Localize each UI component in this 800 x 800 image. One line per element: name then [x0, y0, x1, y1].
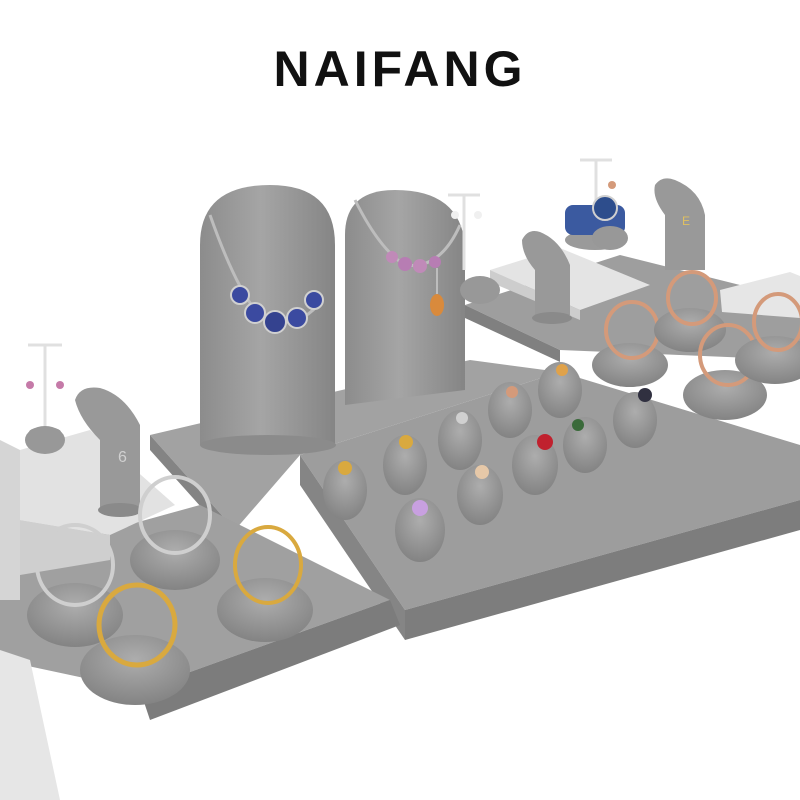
ring-holder: [438, 410, 482, 470]
stone-block-bottom-left: [0, 650, 60, 800]
ring-holders: [323, 362, 657, 562]
bangle-stand-rose-4: [735, 292, 800, 384]
ring-holder: [457, 465, 503, 525]
bangle-stand-rose-2: [654, 270, 726, 352]
earring-stand-left: [26, 343, 64, 437]
bangle-stand-gold-1: [80, 582, 190, 705]
brand-logo: NAIFANG: [273, 41, 527, 97]
ring-holder: [395, 498, 445, 562]
earring-stand-center: [448, 193, 482, 270]
bangle-stand-gold-2: [217, 525, 313, 642]
ring-holder: [488, 382, 532, 438]
ring-holder: [613, 388, 657, 448]
ring-holder: [563, 417, 607, 473]
svg-text:E: E: [682, 214, 690, 228]
ring-holder: [383, 435, 427, 495]
necklace-bust-large-right: [345, 190, 465, 405]
necklace-bust-far-right: E: [654, 178, 705, 270]
bangle-stand-silver-2: [130, 475, 220, 590]
sapphire-necklace: [208, 214, 324, 334]
stone-block-far-right: [720, 272, 800, 318]
ring-holder: [512, 434, 558, 495]
svg-text:6: 6: [118, 449, 127, 466]
stand-base-small: [25, 226, 628, 454]
amethyst-necklace: [353, 199, 462, 316]
necklace-bust-small-right: [522, 231, 572, 324]
necklace-bust-small-left: 6: [75, 387, 142, 517]
ring-holder: [323, 460, 367, 520]
ring-holder: [538, 362, 582, 418]
